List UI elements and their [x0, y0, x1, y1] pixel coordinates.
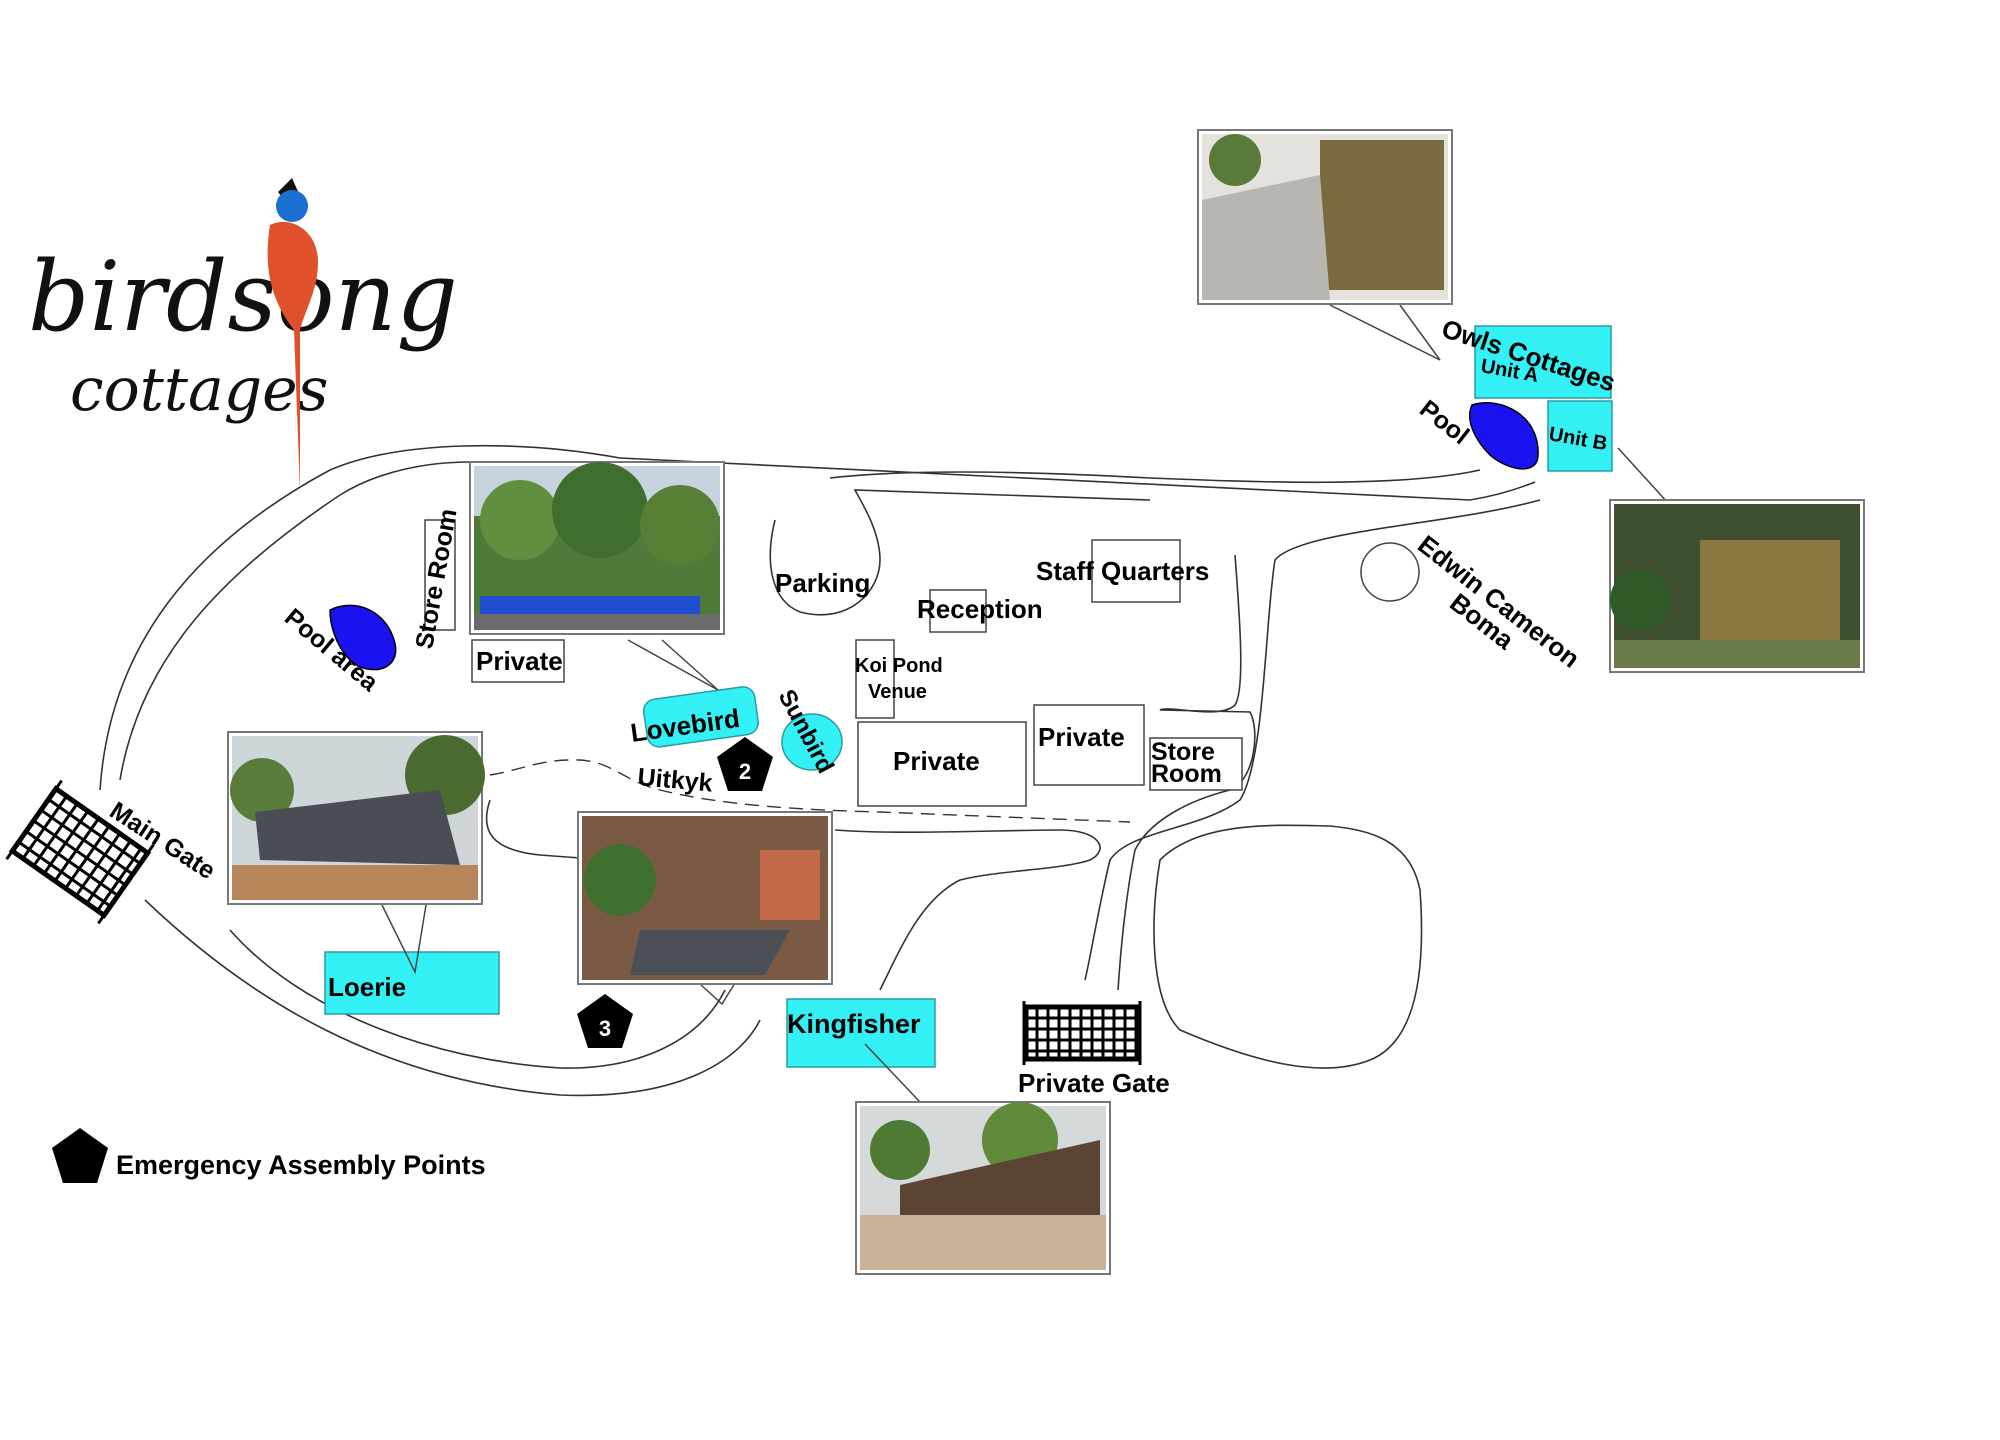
- legend: [52, 1128, 108, 1183]
- pool-area-shape[interactable]: [329, 604, 397, 671]
- staff-quarters-label: Staff Quarters: [1036, 556, 1209, 586]
- photo-pool[interactable]: [469, 461, 725, 635]
- boma-circle[interactable]: [1360, 542, 1420, 602]
- photo-owls-b[interactable]: [1609, 499, 1865, 673]
- koi-venue-label: Venue: [868, 681, 927, 703]
- loerie-cottage[interactable]: [324, 951, 500, 1015]
- road-south-inner: [229, 929, 726, 1069]
- sunbird-cottage[interactable]: [781, 713, 843, 771]
- main-gate-icon[interactable]: [5, 779, 155, 925]
- reception-label: Reception: [917, 594, 1043, 624]
- logo: birdsong cottages: [28, 178, 458, 492]
- callout-pool: [627, 639, 719, 691]
- private-box-2[interactable]: [857, 721, 1027, 807]
- uitkyk-label: Uitkyk: [636, 763, 713, 797]
- loerie-label: Loerie: [328, 972, 406, 1002]
- assembly-point-2[interactable]: 2: [717, 737, 773, 791]
- store-room-box[interactable]: [1149, 737, 1243, 791]
- callout-loerie: [381, 904, 427, 975]
- buildings: [424, 519, 1420, 807]
- private-box-1[interactable]: [471, 639, 565, 683]
- room-label: Room: [1151, 760, 1222, 788]
- private-gate-icon[interactable]: [1022, 1001, 1142, 1065]
- store-label: Store: [1151, 738, 1215, 766]
- gate-grid-line: [32, 819, 127, 887]
- parking-label: Parking: [775, 568, 870, 598]
- gate-grid-line: [40, 808, 134, 876]
- kingfisher-cottage[interactable]: [786, 998, 936, 1068]
- gate-grid-line: [25, 830, 119, 897]
- road-block-east: [1153, 824, 1423, 1069]
- photo-assembly-3[interactable]: [577, 811, 833, 985]
- staff-quarters-box[interactable]: [1091, 539, 1181, 603]
- pool-label: Pool: [1414, 395, 1474, 450]
- assembly-point-3-label: 3: [599, 1016, 611, 1041]
- bird-icon: [267, 178, 318, 492]
- private-gate-label: Private Gate: [1018, 1068, 1170, 1098]
- owls-unit-a[interactable]: [1474, 325, 1612, 399]
- road-inner-loop: [834, 829, 1101, 991]
- lovebird-cottage[interactable]: [642, 685, 760, 748]
- pool-owls-shape[interactable]: [1469, 402, 1539, 470]
- road-inner-west: [485, 799, 581, 859]
- private-label-3: Private: [1038, 722, 1125, 752]
- pentagon-icon: [52, 1128, 108, 1183]
- private-label-1: Private: [476, 646, 563, 676]
- store-room-vertical-box[interactable]: [424, 519, 456, 631]
- road-outer-loop-inner: [119, 461, 471, 781]
- callout-owls-a: [1329, 304, 1441, 361]
- kingfisher-label: Kingfisher: [787, 1009, 921, 1039]
- legend-label: Emergency Assembly Points: [116, 1150, 486, 1180]
- callout-owls-b: [1617, 447, 1720, 504]
- koi-pond-label: Koi Pond: [855, 655, 943, 677]
- photo-kingfisher[interactable]: [855, 1101, 1111, 1275]
- road-parking-loop: [769, 489, 1151, 616]
- assembly-point-2-label: 2: [739, 759, 751, 784]
- pools: [329, 402, 1539, 671]
- road-east: [1084, 499, 1541, 981]
- gate-grid-line: [17, 840, 112, 908]
- koi-pond-box[interactable]: [855, 639, 895, 719]
- assembly-point-3[interactable]: 3: [577, 994, 633, 1048]
- path-dashed: [489, 759, 1131, 823]
- gate-grid-line: [47, 798, 142, 865]
- owls-unit-b[interactable]: [1547, 400, 1613, 472]
- road-east-inner: [1117, 554, 1256, 991]
- logo-line2: cottages: [70, 355, 328, 425]
- private-box-3[interactable]: [1033, 704, 1145, 786]
- logo-line1: birdsong: [28, 241, 458, 353]
- road-parking-loop-2: [829, 469, 1481, 484]
- cottages: [324, 325, 1613, 1068]
- road-south: [144, 899, 761, 1097]
- photo-owls-a[interactable]: [1197, 129, 1453, 305]
- private-label-2: Private: [893, 746, 980, 776]
- photo-loerie[interactable]: [227, 731, 485, 905]
- reception-box[interactable]: [929, 589, 987, 633]
- road-outer-loop: [99, 444, 1536, 791]
